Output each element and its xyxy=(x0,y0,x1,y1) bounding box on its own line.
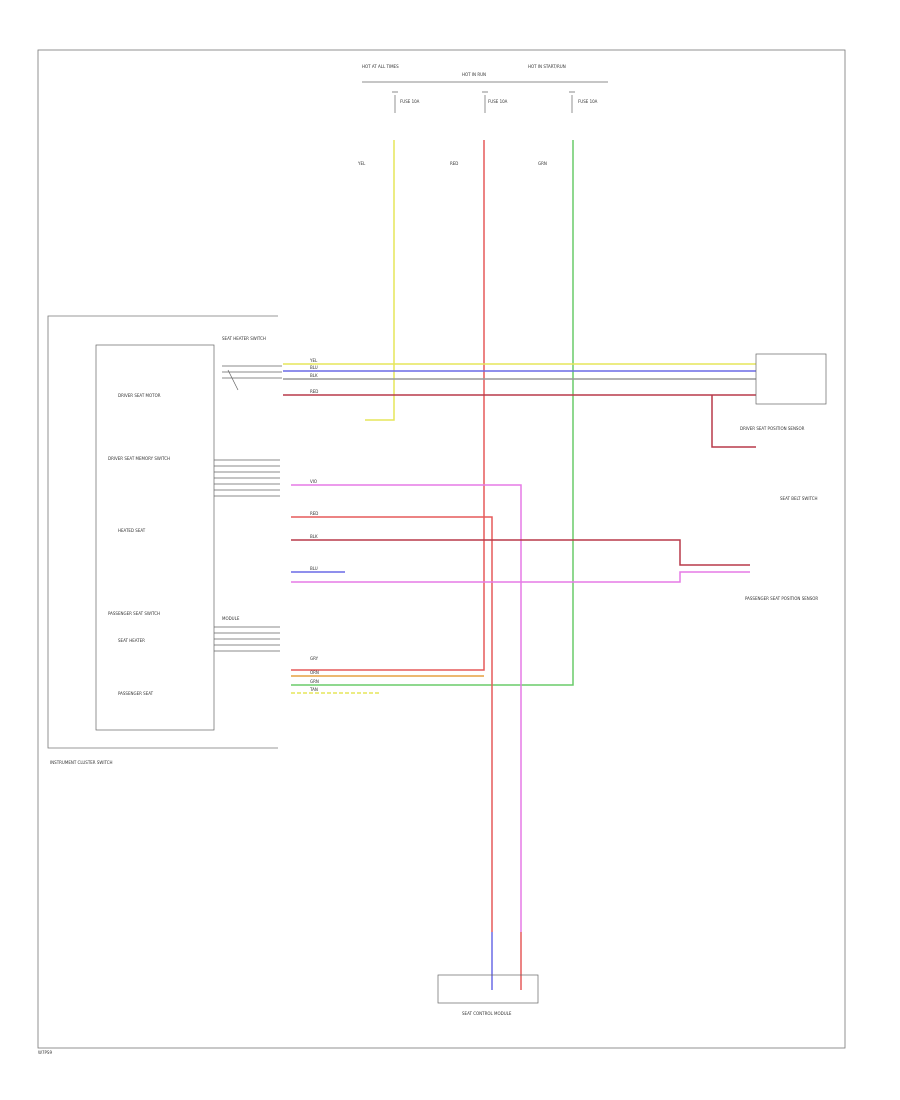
sensor-right-2-label: SEAT BELT SWITCH xyxy=(780,496,818,501)
low-label-9: ORN xyxy=(310,670,319,675)
mid-label-7: RED xyxy=(310,511,318,516)
feed-label-yel: YEL xyxy=(357,161,366,166)
wire-yellow-feed xyxy=(365,140,395,421)
wire-green-feed xyxy=(291,140,574,686)
sensor-right-1-box xyxy=(755,353,827,405)
sub-label-5: SEAT HEATER SWITCH xyxy=(222,336,266,341)
module-bottom-box xyxy=(437,974,539,1004)
seat-switch-1: DRIVER SEAT MEMORY SWITCH xyxy=(108,456,170,461)
switch-block-label: INSTRUMENT CLUSTER SWITCH xyxy=(50,760,113,765)
feed-label-grn: GRN xyxy=(538,161,547,166)
mid-label-6: BLU xyxy=(310,566,318,571)
sub-label-3: SEAT HEATER xyxy=(118,638,145,643)
low-label-11: GRY xyxy=(310,656,319,661)
bus-label-4: RED xyxy=(310,389,318,394)
sensor-right-1-label: DRIVER SEAT POSITION SENSOR xyxy=(740,426,805,431)
seat-switch-2: PASSENGER SEAT SWITCH xyxy=(108,611,160,616)
sub-label-2: HEATED SEAT xyxy=(118,528,146,533)
wire-magenta-5 xyxy=(291,571,750,583)
feed-label-red: RED xyxy=(450,161,458,166)
sub-label-6: MODULE xyxy=(222,616,240,621)
low-label-12: TAN xyxy=(309,687,318,692)
wire-magenta-1 xyxy=(291,484,522,932)
fuse-label-1: FUSE 10A xyxy=(400,99,420,104)
figure-code: W7PS9 xyxy=(38,1050,52,1055)
fuse-symbols xyxy=(392,91,575,113)
hot-label-3: HOT IN START/RUN xyxy=(528,64,566,69)
fuse-label-3: FUSE 10A xyxy=(578,99,598,104)
wire-red-feed xyxy=(291,140,485,671)
bus-label-3: BLK xyxy=(310,373,318,378)
bus-label-1: YEL xyxy=(309,358,318,363)
mid-label-8: BLK xyxy=(310,534,318,539)
module-bottom-label: SEAT CONTROL MODULE xyxy=(462,1011,512,1016)
mid-label-5: VIO xyxy=(310,479,317,484)
sub-label-4: PASSENGER SEAT xyxy=(118,691,154,696)
diagram-frame xyxy=(37,49,846,1049)
low-label-10: GRN xyxy=(310,679,319,684)
hot-label-1: HOT AT ALL TIMES xyxy=(362,64,399,69)
wire-red-drop xyxy=(711,395,756,448)
switch-block-pins xyxy=(214,365,282,652)
sensor-right-3-label: PASSENGER SEAT POSITION SENSOR xyxy=(745,596,818,601)
hot-label-2: HOT IN RUN xyxy=(462,72,486,77)
switch-block-inner xyxy=(95,344,215,731)
fuse-label-2: FUSE 10A xyxy=(488,99,508,104)
wire-darkred-3 xyxy=(291,539,750,566)
sub-label-1: DRIVER SEAT MOTOR xyxy=(118,393,161,398)
switch-block-outline xyxy=(47,315,278,749)
bus-label-2: BLU xyxy=(310,365,318,370)
wire-red-2 xyxy=(291,516,493,932)
